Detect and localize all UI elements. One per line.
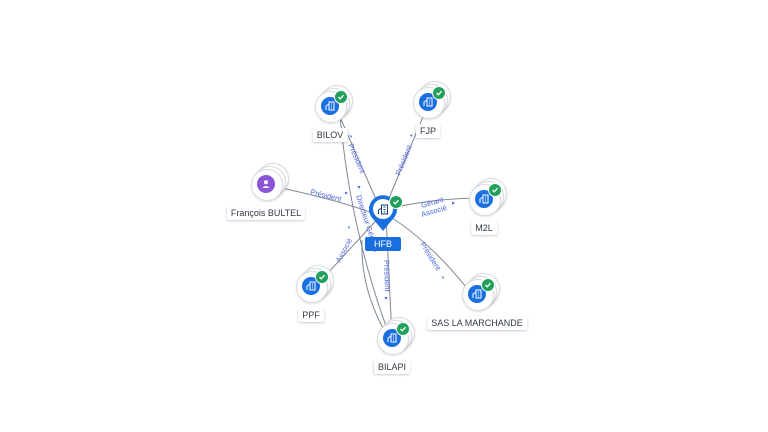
verified-check-icon xyxy=(315,270,329,284)
node-label: BILOV xyxy=(312,128,348,142)
edge-hfb-bilov xyxy=(335,107,383,214)
edge-label: Président xyxy=(310,187,344,204)
edge-arrow xyxy=(357,186,361,189)
edge-arrow xyxy=(410,134,413,138)
edge-arrow xyxy=(349,135,352,138)
building-icon xyxy=(383,329,401,347)
center-node-label: HFB xyxy=(365,237,401,251)
verified-check-icon xyxy=(432,86,446,100)
node-label: M2L xyxy=(471,221,497,235)
edge-arrow xyxy=(452,201,455,205)
node-label: BILAPI xyxy=(373,360,411,374)
building-icon xyxy=(419,93,437,111)
edge-arrow xyxy=(384,297,388,300)
person-icon xyxy=(257,175,275,193)
edge-label: Président xyxy=(394,143,415,177)
verified-check-icon xyxy=(389,195,403,209)
building-icon xyxy=(475,190,493,208)
edge-arrow xyxy=(345,191,348,195)
edge-hfb-fjp xyxy=(383,99,431,211)
edge-arrow xyxy=(441,276,444,279)
edge-label: Président xyxy=(382,260,392,293)
node-label: SAS LA MARCHANDE xyxy=(427,316,527,330)
building-icon xyxy=(302,277,320,295)
edge-bilov-bilapi xyxy=(339,114,391,338)
edge-label: Président xyxy=(346,142,367,175)
building-icon xyxy=(321,97,339,115)
edge-hfb-bilapi xyxy=(385,215,393,338)
verified-check-icon xyxy=(481,278,495,292)
node-label: PPF xyxy=(298,308,324,322)
building-icon xyxy=(468,285,486,303)
node-label: François BULTEL xyxy=(226,206,306,220)
edge-label: Associé xyxy=(334,237,354,264)
verified-check-icon xyxy=(396,322,410,336)
node-label: FJP xyxy=(415,124,441,138)
edge-arrow xyxy=(347,226,350,229)
verified-check-icon xyxy=(334,90,348,104)
verified-check-icon xyxy=(488,183,502,197)
